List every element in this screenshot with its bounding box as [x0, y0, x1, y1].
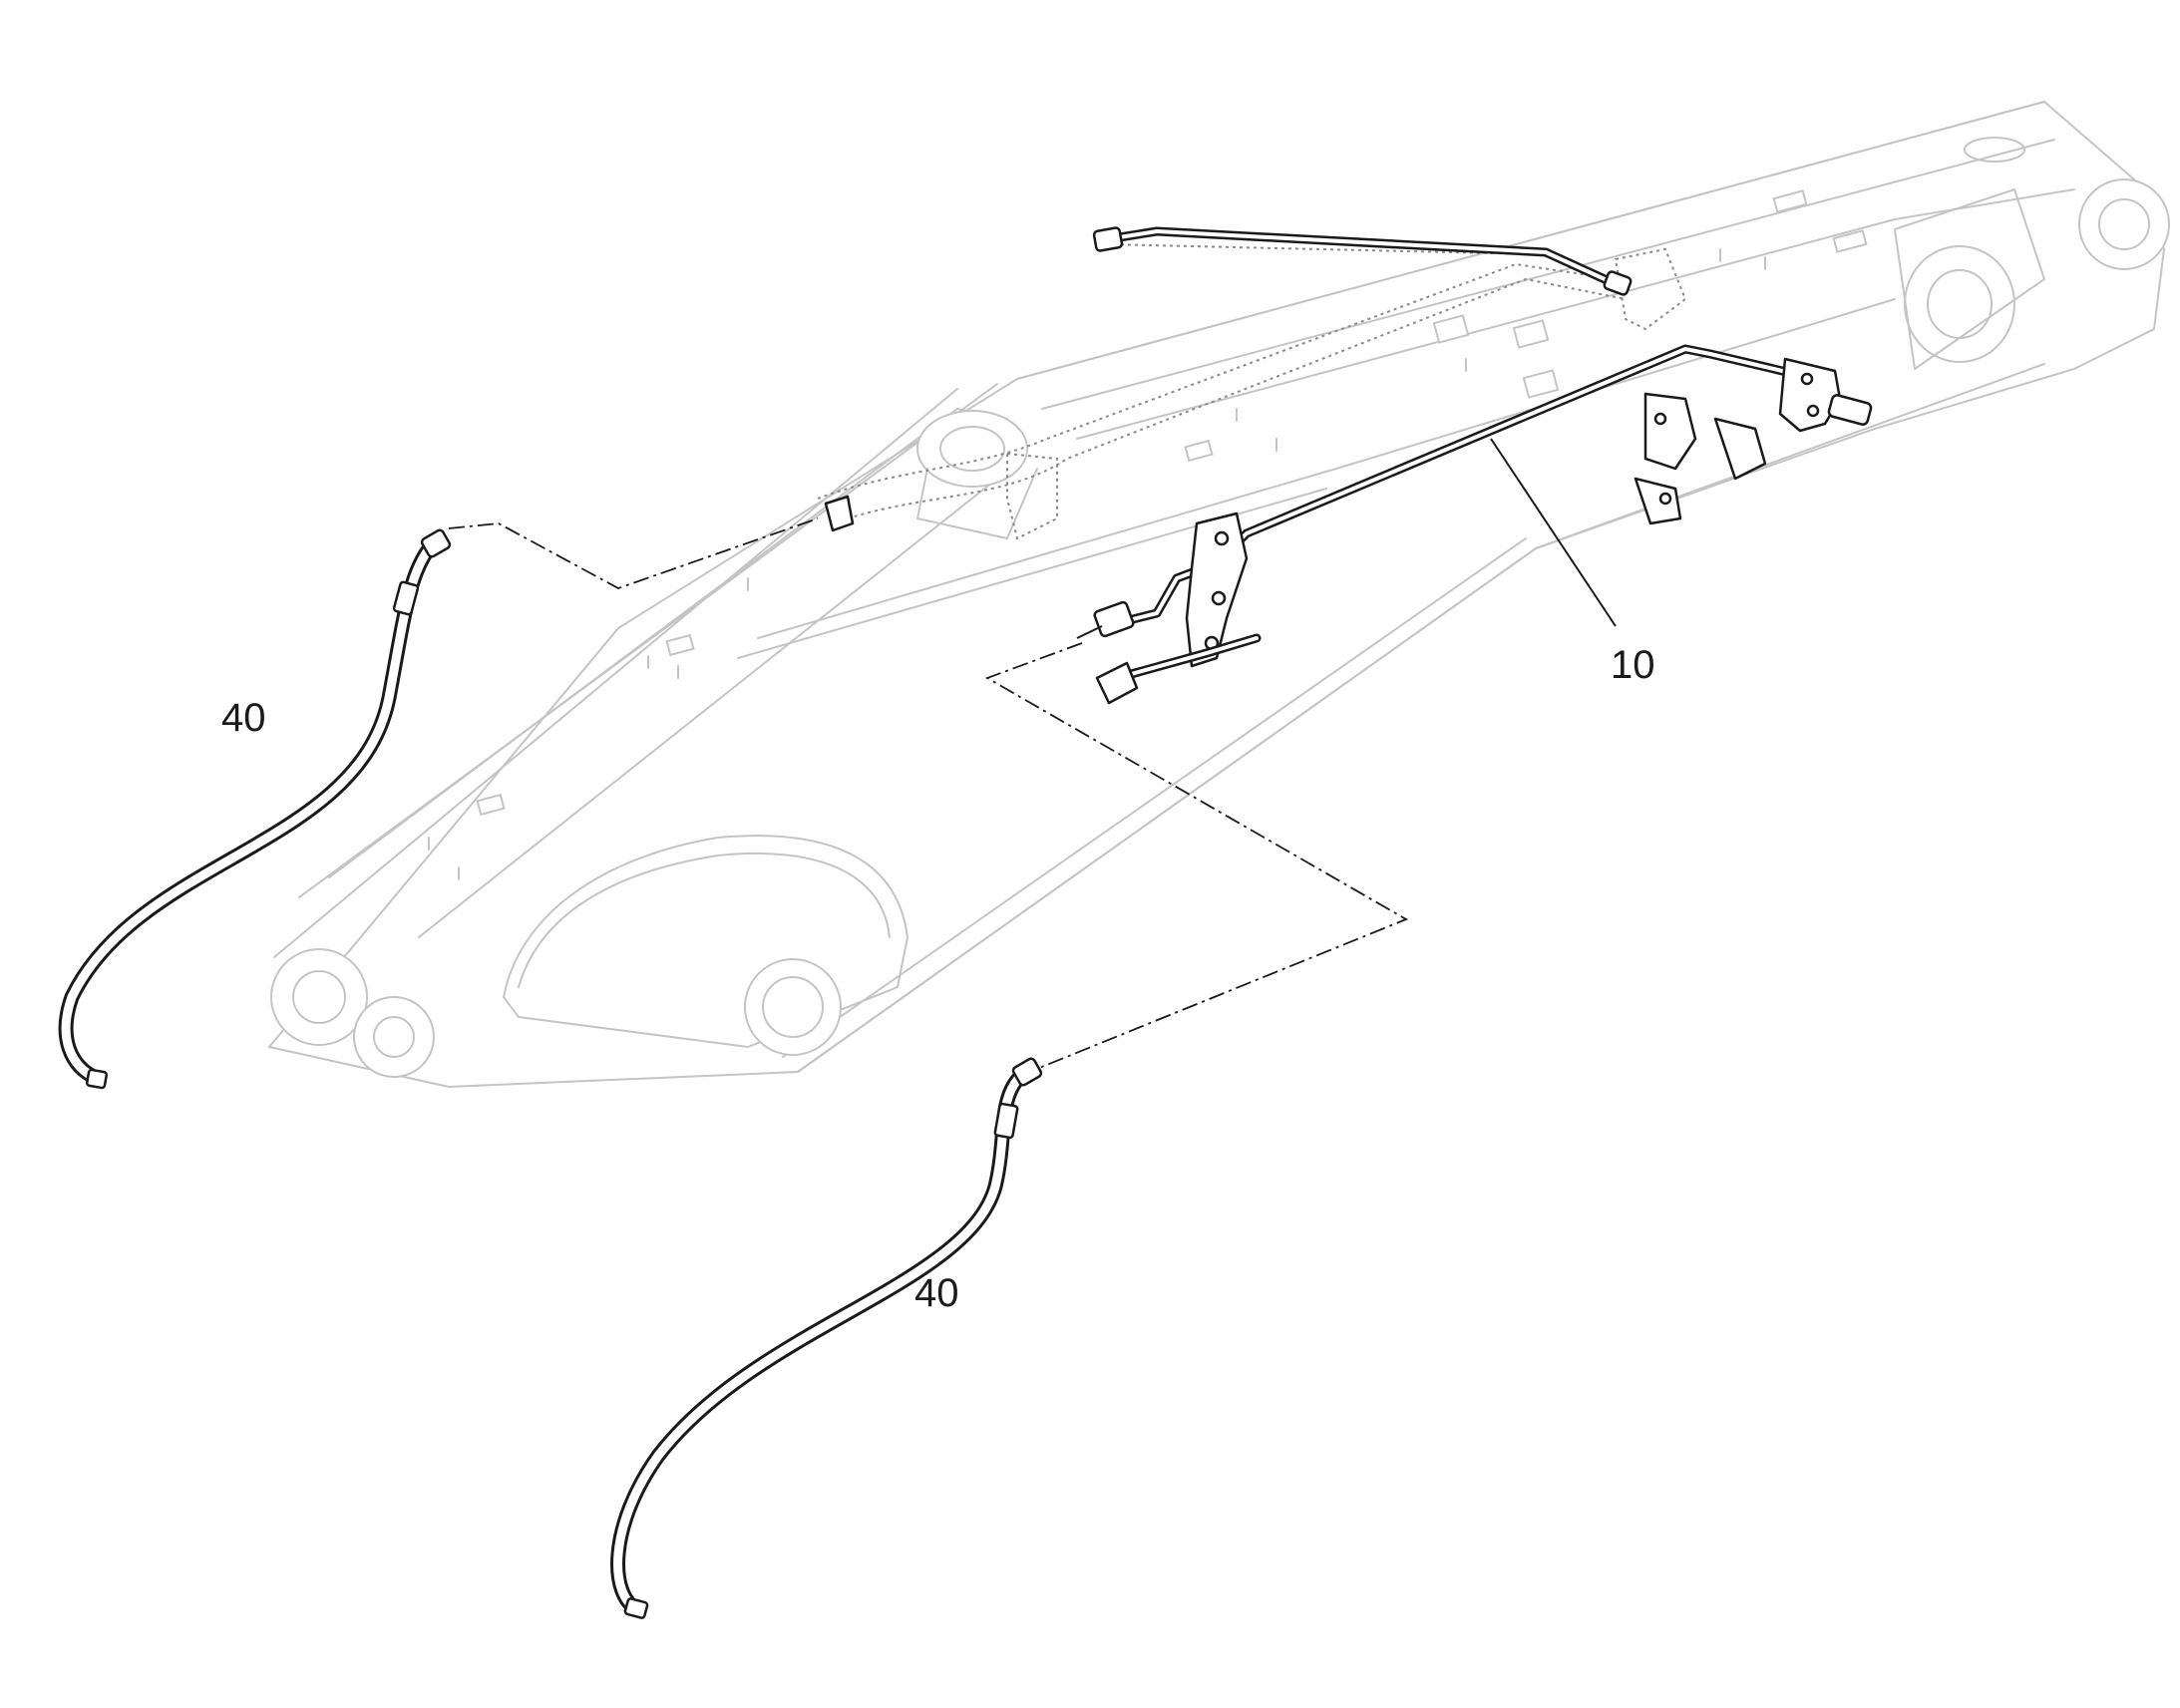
hose-upper-crimp [392, 580, 420, 616]
leader-line-10 [1490, 438, 1617, 627]
hose-lower-tail-fitting [623, 1597, 649, 1619]
hose-lower-end-fitting [1011, 1057, 1043, 1087]
hose-lower-40 [610, 1057, 1043, 1619]
connection-line-lower-hose [984, 642, 1409, 1078]
lower-stub-fitting [1095, 661, 1139, 705]
connection-lines [448, 517, 1409, 1078]
left-pipe-fitting [1076, 600, 1135, 639]
right-bracket [1778, 357, 1873, 433]
hidden-pipe-far-side [817, 243, 1687, 540]
right-clamp-cluster [1634, 392, 1767, 525]
hose-upper-tail-fitting [85, 1068, 109, 1090]
pipe-clamp [1185, 512, 1249, 668]
hose-lower-crimp [993, 1102, 1019, 1140]
callout-40-upper: 40 [221, 696, 266, 740]
callout-40-lower: 40 [914, 1271, 959, 1315]
hose-upper-40 [58, 528, 452, 1090]
callout-10: 10 [1611, 643, 1655, 687]
connection-line-upper-hose [448, 517, 819, 589]
hose-upper-end-fitting [420, 528, 452, 558]
pipe-assembly-10 [824, 226, 1873, 705]
